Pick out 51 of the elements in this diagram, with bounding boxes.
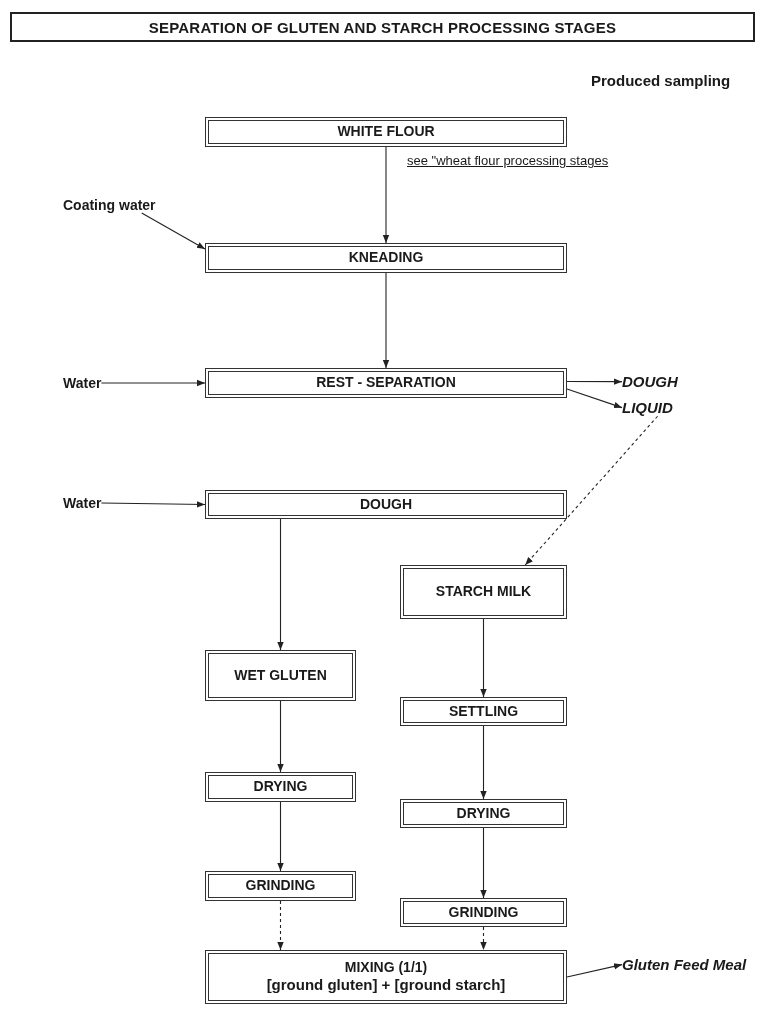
process-box: [205, 368, 567, 398]
arrow: [382, 146, 390, 244]
step-label: GRINDING: [245, 877, 316, 895]
process-box: [400, 565, 567, 619]
arrow: [566, 388, 623, 409]
arrow: [277, 700, 284, 773]
arrow: [566, 963, 623, 978]
arrow: [100, 501, 206, 508]
title-box: SEPARATION OF GLUTEN AND STARCH PROCESSING STAGES: [10, 12, 755, 42]
process-box: [400, 697, 567, 726]
step-label: DOUGH: [359, 495, 413, 514]
arrow: [480, 725, 487, 800]
process-box: [205, 117, 567, 147]
arrow: [277, 900, 284, 951]
step-label: MIXING (1/1): [344, 958, 428, 977]
step-label: WHITE FLOUR: [337, 123, 435, 141]
step-label: GRINDING: [448, 903, 519, 922]
output-label: Gluten Feed Meal: [622, 956, 747, 974]
arrow: [480, 926, 487, 951]
process-box: [205, 772, 356, 802]
process-box: [205, 650, 356, 701]
reference-note: see "wheat flour processing stages: [407, 153, 609, 168]
step-label: REST - SEPARATION: [316, 374, 456, 392]
step-label: KNEADING: [348, 249, 424, 267]
arrow: [277, 801, 284, 872]
output-label: LIQUID: [622, 399, 673, 417]
process-box: [400, 799, 567, 828]
input-label: Water: [63, 375, 102, 392]
arrow: [524, 415, 659, 566]
process-box: [205, 950, 567, 1004]
input-label: Coating water: [63, 197, 156, 214]
process-box: [205, 490, 567, 519]
arrow: [480, 827, 487, 899]
input-label: Water: [63, 495, 102, 512]
step-label: WET GLUTEN: [234, 666, 327, 685]
output-label: DOUGH: [622, 373, 678, 391]
arrow: [566, 378, 623, 385]
process-box: [205, 871, 356, 901]
process-box: [400, 898, 567, 927]
step-label: STARCH MILK: [435, 583, 532, 601]
arrow: [141, 212, 206, 250]
step-label: DRYING: [456, 804, 511, 823]
arrow: [277, 518, 284, 651]
step-label: DRYING: [253, 778, 308, 796]
note-label: Produced sampling: [591, 72, 731, 89]
step-label: SETTLING: [448, 702, 519, 721]
arrow: [100, 379, 206, 387]
process-box: [205, 243, 567, 273]
arrow: [382, 272, 390, 369]
arrow: [480, 618, 487, 698]
step-label: [ground gluten] + [ground starch]: [266, 976, 506, 996]
